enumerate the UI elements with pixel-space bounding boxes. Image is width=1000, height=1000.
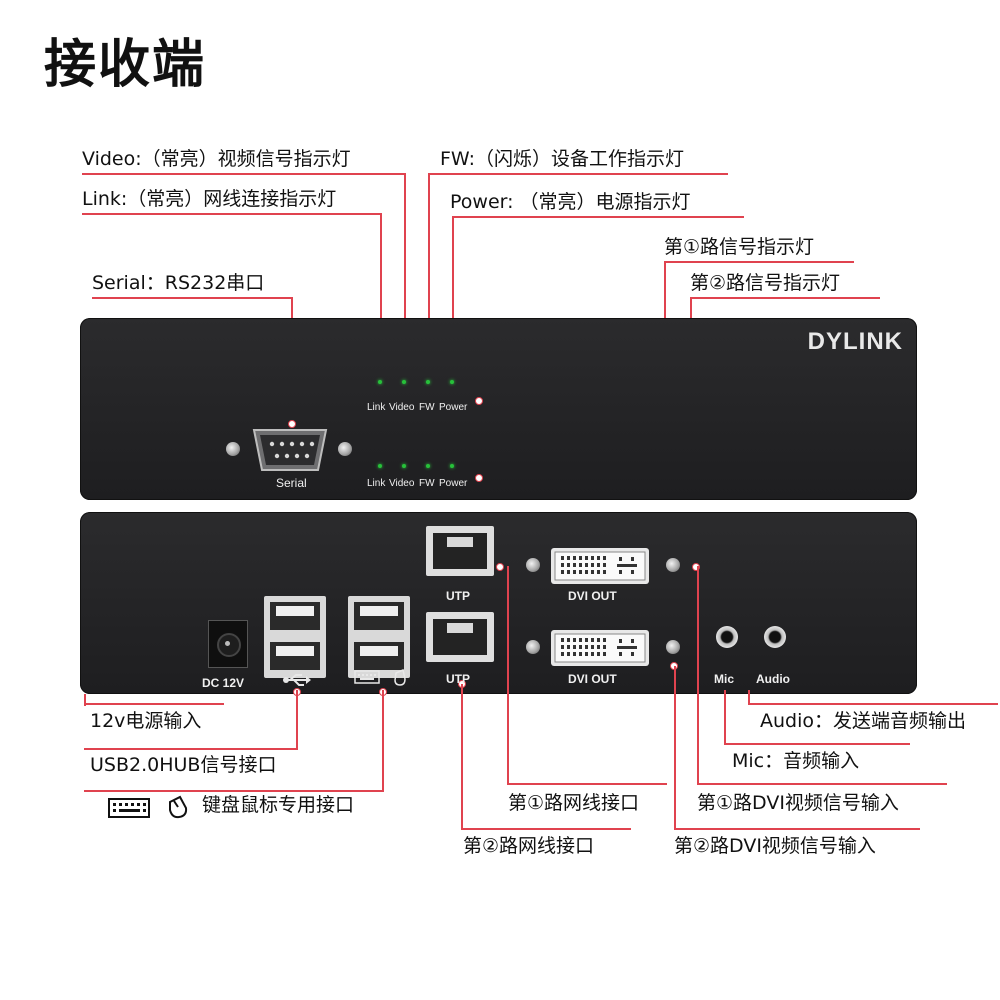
kbm-port [348,596,410,678]
utp-label-1: UTP [446,589,470,603]
led-power-1 [450,380,454,384]
callout-ch2-dvi: 第②路DVI视频信号输入 [674,835,876,857]
line-audio-v [748,690,750,704]
line-dvi1-v [697,566,699,784]
line-dvi2-v [674,666,676,828]
line-power-h [452,216,744,218]
mouse-icon [394,669,406,686]
marker-ch1 [475,397,483,405]
line-power-v [452,216,454,382]
utp-port-1 [426,526,494,576]
dc-label: DC 12V [202,676,245,690]
led-label-power-2: Power [439,478,468,489]
line-dvi1-h [697,783,947,785]
dvi1-screw-right [666,558,680,572]
callout-audio-out: Audio：发送端音频输出 [760,710,967,732]
line-kbm-v [382,690,384,792]
serial-label: Serial [276,476,307,490]
front-panel: DYLINK Link Video FW Power Link Video FW… [80,318,917,500]
line-kbm-h [84,790,384,792]
mic-jack [716,626,738,648]
led-video-2 [402,464,406,468]
line-mic-v [724,690,726,744]
line-dvi2-h [674,828,920,830]
line-audio-h [748,703,998,705]
utp-label-2: UTP [446,672,470,686]
line-utp1-h [507,783,667,785]
led-link-1 [378,380,382,384]
dvi1-screw-left [526,558,540,572]
line-usb-h [84,748,298,750]
page-title: 接收端 [44,35,207,95]
mouse-icon-large [169,795,188,819]
led-link-2 [378,464,382,468]
callout-ch1-dvi: 第①路DVI视频信号输入 [697,792,899,814]
line-utp1-v [507,566,509,784]
callout-ch2-net: 第②路网线接口 [463,835,595,857]
usb-icon [283,674,311,686]
dvi2-screw-right [666,640,680,654]
keyboard-icon [354,670,380,684]
callout-serial: Serial：RS232串口 [92,272,265,294]
led-label-fw-2: FW [419,478,435,489]
line-dc-h [84,703,224,705]
dvi-label-2: DVI OUT [568,672,617,686]
callout-ch1-signal: 第①路信号指示灯 [664,236,815,258]
line-ch2sig-h [690,297,880,299]
marker-ch2 [475,474,483,482]
screw-right [338,442,352,456]
screw-left [226,442,240,456]
line-link-h [82,213,382,215]
callout-ch1-net: 第①路网线接口 [508,792,640,814]
dvi2-screw-left [526,640,540,654]
utp-port-2 [426,612,494,662]
dc-jack [208,620,248,668]
line-serial-h [92,297,292,299]
line-dc-v [84,694,86,706]
line-link-v [380,213,382,382]
callout-usb-hub: USB2.0HUB信号接口 [90,754,277,776]
callout-power-in: 12v电源输入 [90,710,202,732]
callout-video: Video:（常亮）视频信号指示灯 [82,148,351,170]
brand-logo: DYLINK [807,328,903,355]
usb-hub-port [264,596,326,678]
callout-kbm: 键盘鼠标专用接口 [202,794,355,816]
line-video-v [404,173,406,382]
line-utp2-v [461,684,463,828]
marker-dvi1 [692,563,700,571]
led-fw-1 [426,380,430,384]
line-usb-v [296,690,298,750]
led-label-link-2: Link [367,478,386,489]
audio-label: Audio [756,672,790,686]
dvi-port-1 [551,548,649,584]
led-label-power-1: Power [439,402,468,413]
line-video-h [82,173,406,175]
rear-panel: DC 12V UTP UTP [80,512,917,696]
callout-link: Link:（常亮）网线连接指示灯 [82,188,337,210]
led-power-2 [450,464,454,468]
keyboard-icon-large [108,798,150,818]
serial-port-icon [252,429,328,471]
led-label-link-1: Link [367,402,386,413]
line-fw-h [428,173,728,175]
marker-utp1 [496,563,504,571]
callout-ch2-signal: 第②路信号指示灯 [690,272,841,294]
led-label-video-2: Video [389,478,415,489]
line-utp2-h [461,828,631,830]
line-mic-h [724,743,910,745]
dvi-port-2 [551,630,649,666]
callout-fw: FW:（闪烁）设备工作指示灯 [440,148,685,170]
led-label-fw-1: FW [419,402,435,413]
led-label-video-1: Video [389,402,415,413]
callout-power: Power: （常亮）电源指示灯 [450,191,691,213]
line-fw-v [428,173,430,382]
dvi-label-1: DVI OUT [568,589,617,603]
callout-mic-in: Mic：音频输入 [732,750,860,772]
led-video-1 [402,380,406,384]
mic-label: Mic [714,672,735,686]
audio-jack [764,626,786,648]
led-fw-2 [426,464,430,468]
marker-serial [288,420,296,428]
line-ch1sig-h [664,261,854,263]
